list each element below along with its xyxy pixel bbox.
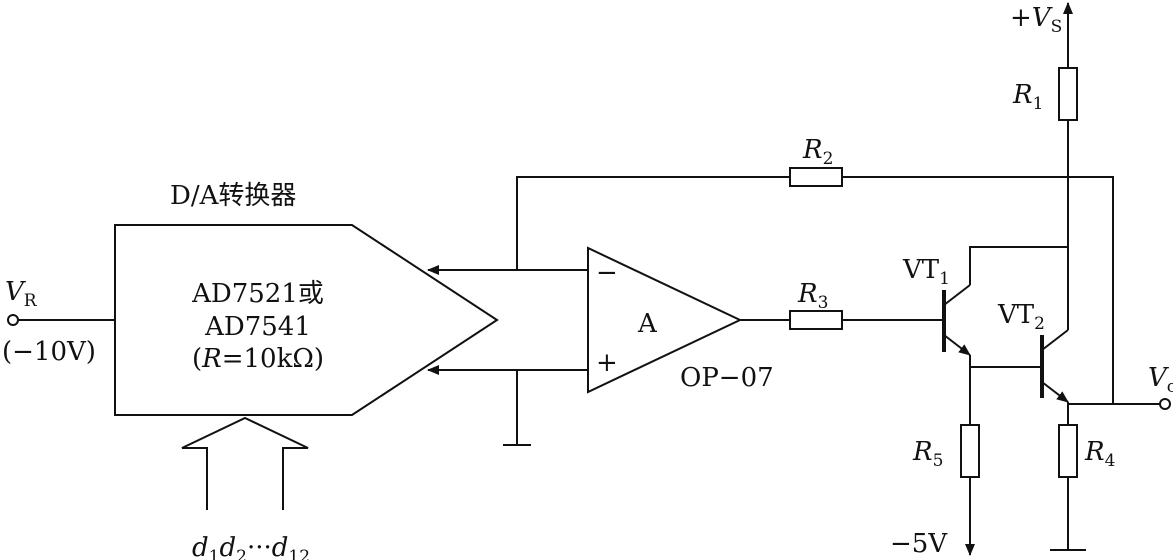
vref-terminal (7, 314, 19, 326)
r5-label: R5 (912, 437, 943, 471)
resistor-r3 (789, 310, 843, 330)
opamp-plus-sign: + (596, 348, 618, 378)
r2-label: R2 (802, 135, 833, 169)
vt2-emitter (1041, 381, 1069, 403)
r4-label: R4 (1084, 437, 1115, 471)
output-terminal (1159, 398, 1171, 410)
opamp-model: OP−07 (680, 363, 774, 393)
resistor-r1 (1058, 67, 1078, 121)
dac-title: D/A转换器 (170, 181, 296, 211)
opamp-name: A (637, 309, 658, 339)
dac-resistance: (R=10kΩ) (192, 344, 324, 374)
resistor-r4 (1058, 424, 1078, 478)
output-label: Vo (1148, 363, 1173, 397)
vt1-collector-wire (969, 246, 1068, 285)
resistor-r2 (789, 167, 843, 187)
vref-value: (−10V) (2, 337, 96, 367)
vt1-collector (943, 284, 971, 306)
vt2-label: VT2 (997, 300, 1045, 334)
neg-supply-label: −5V (890, 529, 948, 559)
dac-block (114, 224, 499, 416)
opamp-minus-sign: − (596, 258, 618, 288)
opamp-triangle (587, 246, 743, 394)
vt2-collector (1041, 329, 1069, 351)
dac-model-line2: AD7541 (204, 312, 311, 342)
digital-input-label: d1d2···d12 (192, 533, 310, 560)
vs-label: +VS (1010, 3, 1062, 37)
dac-model-line1: AD7521或 (191, 279, 324, 309)
r1-label: R1 (1012, 80, 1043, 114)
digital-input-arrow (181, 416, 309, 510)
r3-label: R3 (797, 279, 828, 313)
vt1-emitter (943, 334, 971, 356)
resistor-r5 (960, 424, 980, 478)
vref-label: VR (5, 277, 38, 311)
vt1-label: VT1 (902, 255, 950, 289)
